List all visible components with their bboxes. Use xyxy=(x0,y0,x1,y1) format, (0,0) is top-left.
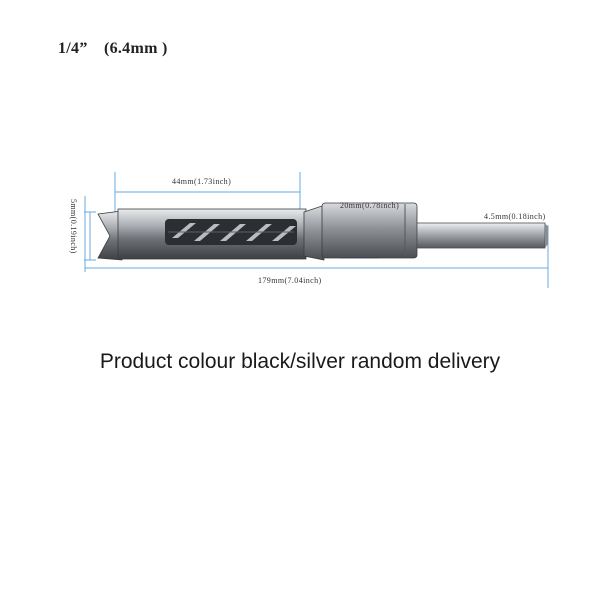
shank-diameter-label: 4.5mm(0.18inch) xyxy=(484,212,546,221)
chisel-collar xyxy=(321,202,418,259)
size-title: 1/4” (6.4mm ) xyxy=(58,40,168,57)
total-length-label: 179mm(7.04inch) xyxy=(258,276,322,285)
chisel-length-label: 44mm(1.73inch) xyxy=(172,177,232,186)
chisel-taper xyxy=(303,205,325,261)
tip-width-label: 5mm(0.19inch) xyxy=(69,199,78,254)
chisel-body xyxy=(97,202,548,261)
product-caption: Product colour black/silver random deliv… xyxy=(99,350,501,373)
chisel-shank xyxy=(416,222,546,249)
shank-end xyxy=(545,223,548,248)
collar-diameter-label: 20mm(0.78inch) xyxy=(340,201,400,210)
